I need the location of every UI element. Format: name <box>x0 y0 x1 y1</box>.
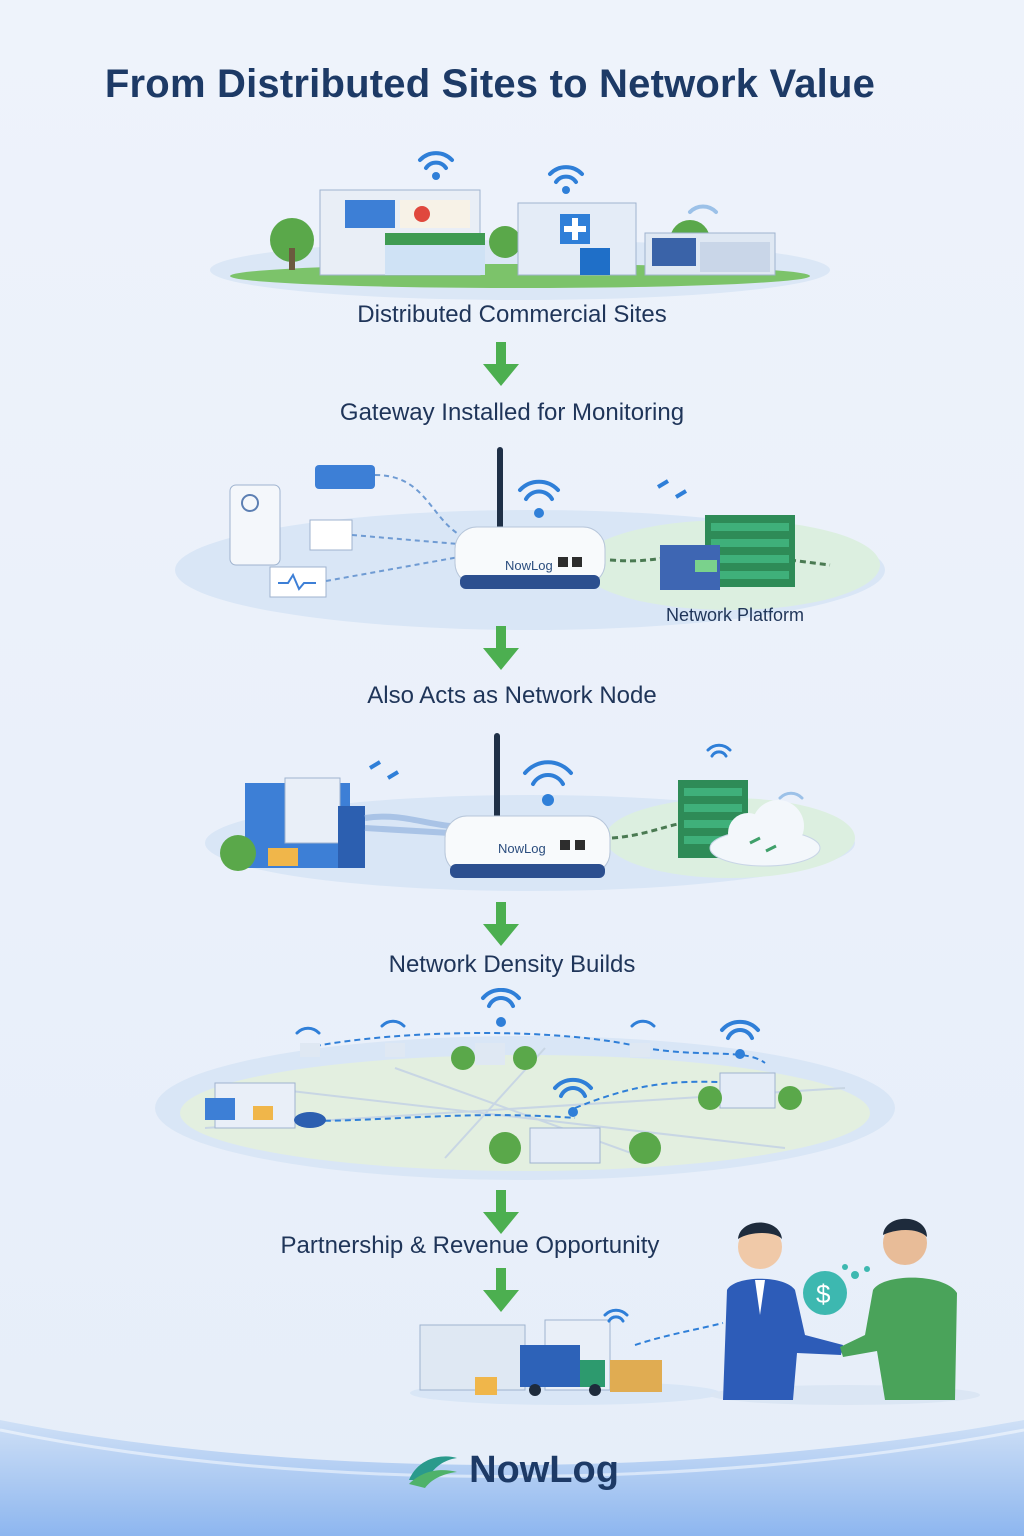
logistics-site-illustration <box>410 1308 724 1405</box>
network-node-illustration: NowLog <box>205 733 855 891</box>
page-title: From Distributed Sites to Network Value <box>104 62 876 106</box>
network-platform-label: Network Platform <box>666 605 805 625</box>
server-rack-icon <box>660 515 795 590</box>
network-density-map-illustration <box>155 988 895 1180</box>
nowlog-logo-icon <box>409 1456 458 1488</box>
step-label-partnership-revenue: Partnership & Revenue Opportunity <box>280 1232 660 1259</box>
svg-text:$: $ <box>816 1279 831 1309</box>
footer-wave <box>0 1420 1024 1536</box>
office-building-icon <box>220 777 365 871</box>
step-label-network-density: Network Density Builds <box>388 951 636 978</box>
step-label-distributed-sites: Distributed Commercial Sites <box>357 301 667 328</box>
arrow-down-icon <box>483 342 519 386</box>
partner-icon <box>840 1218 957 1400</box>
businessman-icon <box>723 1222 843 1400</box>
step-label-gateway-installed: Gateway Installed for Monitoring <box>339 399 685 426</box>
arrow-down-icon <box>483 1190 519 1234</box>
gateway-brand-label: NowLog <box>505 558 553 573</box>
arrow-down-icon <box>483 1268 519 1312</box>
arrow-down-icon <box>483 626 519 670</box>
handshake-illustration: $ <box>710 1218 980 1405</box>
revenue-coin-icon: $ <box>803 1264 870 1315</box>
site-cluster-icon <box>205 1043 802 1164</box>
commercial-sites-illustration <box>210 151 830 300</box>
warehouse-building-icon <box>644 232 776 276</box>
clinic-building-icon <box>517 202 637 276</box>
gateway-monitoring-illustration: NowLog <box>175 447 885 630</box>
store-building-icon <box>319 189 485 276</box>
wifi-icon <box>418 151 718 214</box>
node-brand-label: NowLog <box>498 841 546 856</box>
step-label-network-node: Also Acts as Network Node <box>367 682 657 709</box>
cloud-icon <box>709 800 821 867</box>
brand-name: NowLog <box>469 1448 619 1491</box>
arrow-down-icon <box>483 902 519 946</box>
wifi-icon <box>295 988 760 1098</box>
brand-logo: NowLog <box>0 1442 1024 1498</box>
